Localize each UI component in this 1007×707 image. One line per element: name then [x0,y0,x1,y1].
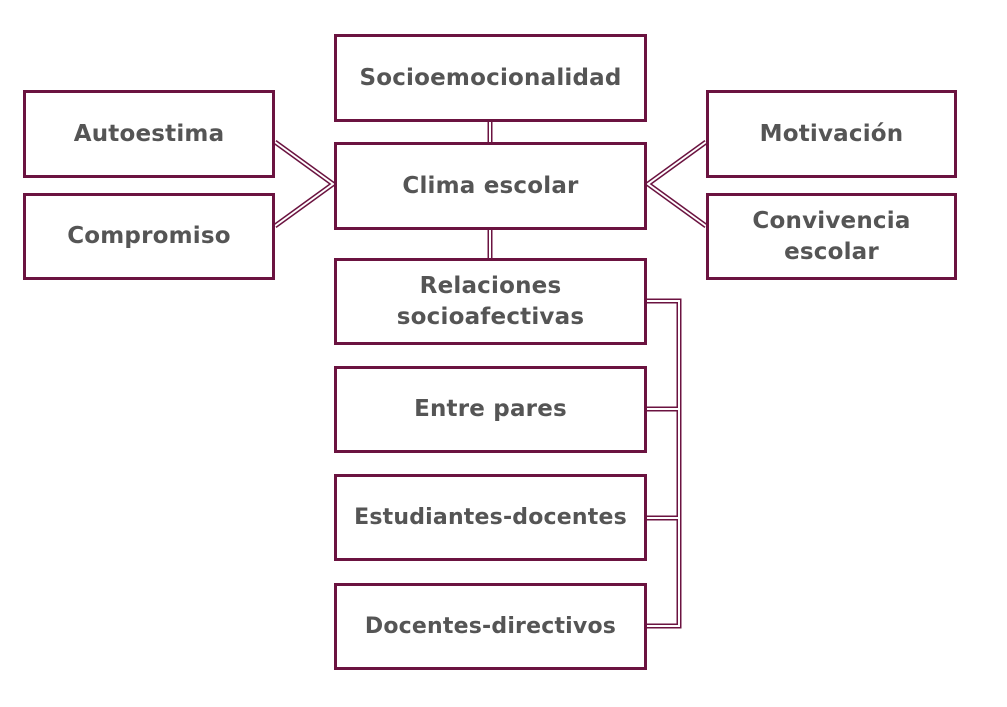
connector-relaciones-bracket [646,298,682,629]
node-clima-escolar: Clima escolar [334,142,647,230]
node-autoestima-label: Autoestima [73,120,225,147]
node-socioemocionalidad-label: Socioemocionalidad [359,64,622,91]
connector-left-branch [273,139,338,229]
node-relaciones-socioafectivas: Relaciones socioafectivas [334,258,647,345]
node-convivencia-escolar: Convivencia escolar [706,193,957,280]
node-estudiantes-docentes: Estudiantes-docentes [334,474,647,561]
node-motivacion: Motivación [706,90,957,178]
node-socioemocionalidad: Socioemocionalidad [334,34,647,122]
node-entre-pares: Entre pares [334,366,647,453]
node-compromiso: Compromiso [23,193,275,280]
node-compromiso-label: Compromiso [67,223,231,249]
connector-right-branch [643,139,708,229]
node-estudiantes-docentes-label: Estudiantes-docentes [354,505,627,530]
node-docentes-directivos: Docentes-directivos [334,583,647,670]
node-clima-escolar-label: Clima escolar [402,172,579,199]
node-convivencia-escolar-label: Convivencia escolar [752,207,911,265]
node-relaciones-socioafectivas-label: Relaciones socioafectivas [396,272,585,330]
node-autoestima: Autoestima [23,90,275,178]
node-docentes-directivos-label: Docentes-directivos [364,614,617,639]
node-entre-pares-label: Entre pares [414,396,567,422]
node-motivacion-label: Motivación [759,120,904,147]
